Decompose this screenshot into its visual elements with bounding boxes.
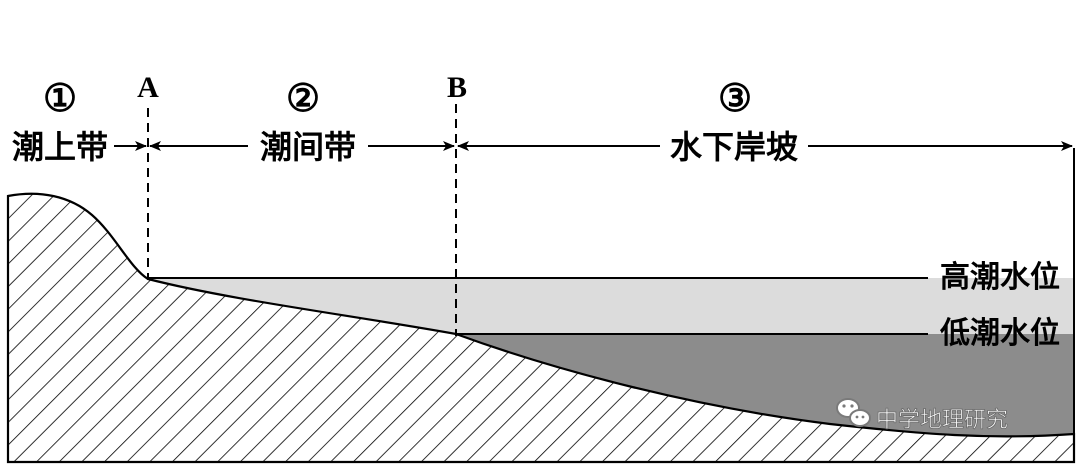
marker-b: B (447, 71, 467, 104)
zone2-label: 潮间带 (260, 128, 356, 166)
land-profile (6, 192, 1076, 464)
zone3-number: ③ (718, 75, 752, 120)
zone1-number: ① (43, 75, 77, 120)
watermark: 中学地理研究 (836, 398, 1008, 433)
zone1-label: 潮上带 (12, 128, 108, 166)
marker-a: A (137, 71, 159, 104)
watermark-text: 中学地理研究 (876, 408, 1008, 433)
zone3-label: 水下岸坡 (670, 128, 798, 166)
zone2-number: ② (286, 75, 320, 120)
high-tide-label: 高潮水位 (940, 260, 1060, 295)
wechat-icon (836, 398, 871, 427)
low-tide-label: 低潮水位 (939, 316, 1060, 351)
